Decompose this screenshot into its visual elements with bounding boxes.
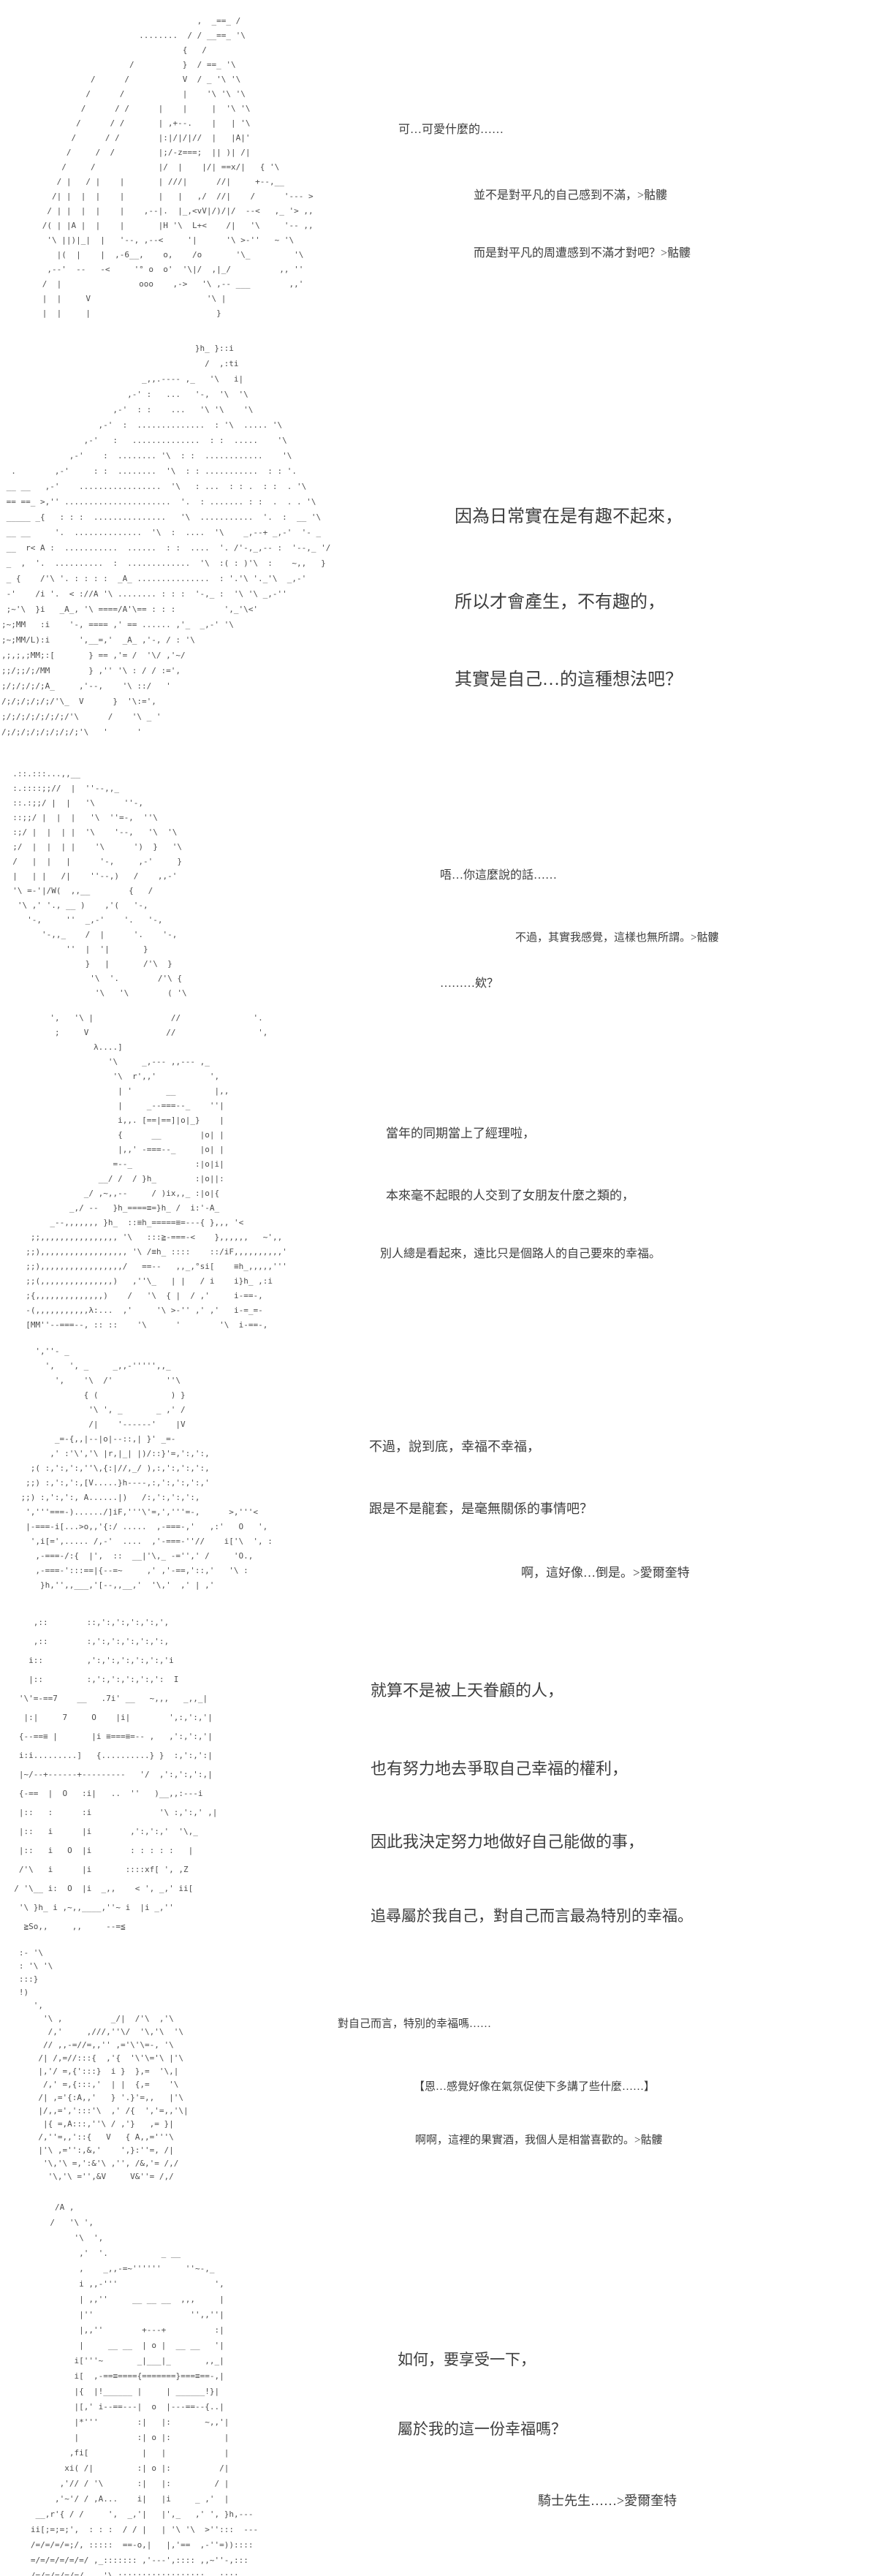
dialogue-line: 並不是對平凡的自己感到不滿，>骷髏 — [474, 189, 668, 202]
dialogue-line: 屬於我的這一份幸福嗎？ — [398, 2420, 566, 2438]
dialogue-line: 跟是不是龍套，是毫無關係的事情吧？ — [369, 1501, 593, 1516]
dialogue-line: 如何，要享受一下， — [398, 2351, 536, 2368]
dialogue-line: 所以才會產生，不有趣的， — [455, 593, 665, 612]
ascii-art-panel-face-profile: .::.:::...,,__ :.::::;;// | ''--,,_ ::.:… — [12, 769, 187, 998]
dialogue-line: 對自己而言，特別的幸福嗎…… — [338, 2018, 492, 2030]
ascii-art-panel-knight-helm: ', '\ | // '. ; V // ', λ....] '\ _,--- … — [26, 1013, 287, 1330]
ascii-art-panel-girl: , _==_ / ........ / / __==_ '\ { / / } /… — [42, 16, 314, 318]
dialogue-line: 別人總是看起來，遠比只是個路人的自己要來的幸福。 — [380, 1248, 661, 1260]
ascii-art-panel-octagon-head: ',''- _ ', ', _ _,,-''''',,_ ', '\ /' ''… — [20, 1346, 273, 1590]
ascii-art-panel-diamond: }h_ }::i / ,:ti _,,.---- ,_ '\ i| ,-' : … — [1, 344, 331, 737]
dialogue-line: 不過，說到底，幸福不幸福， — [369, 1439, 540, 1454]
dialogue-line: 【恩…感覺好像在氣氛促使下多講了些什麼……】 — [414, 2081, 656, 2093]
ascii-art-panel-armor-torso: ,:: ::,':,':,':,':,', ,:: :,':,':,':,':,… — [14, 1618, 218, 1931]
dialogue-line: 因此我決定努力地做好自己能做的事， — [371, 1833, 645, 1851]
dialogue-line: 其實是自己…的這種想法吧？ — [455, 670, 683, 689]
dialogue-line: ………欸？ — [440, 977, 499, 990]
dialogue-line: 當年的同期當上了經理啦， — [386, 1126, 535, 1140]
dialogue-line: 不過，其實我感覺，這樣也無所謂。>骷髏 — [515, 932, 719, 944]
dialogue-line: 啊，這好像…倒是。>愛爾奎特 — [521, 1566, 690, 1580]
dialogue-line: 就算不是被上天眷顧的人， — [371, 1681, 564, 1700]
dialogue-line: 騎士先生……>愛爾奎特 — [538, 2493, 677, 2508]
dialogue-line: 而是對平凡的周遭感到不滿才對吧？>骷髏 — [474, 247, 691, 260]
dialogue-line: 唔…你這麼說的話…… — [440, 869, 558, 882]
dialogue-line: 可…可愛什麼的…… — [398, 124, 504, 136]
dialogue-line: 本來毫不起眼的人交到了女朋友什麼之類的， — [386, 1189, 634, 1202]
dialogue-line: 也有努力地去爭取自己幸福的權利， — [371, 1759, 629, 1778]
dialogue-line: 追尋屬於我自己，對自己而言最為特別的幸福。 — [371, 1907, 693, 1925]
dialogue-line: 啊啊，這裡的果實酒，我個人是相當喜歡的。>骷髏 — [415, 2134, 663, 2146]
ascii-art-panel-great-helm: /A , / '\ ', '\ ', ,' '. _ __ , _,,-=~''… — [30, 2202, 259, 2576]
dialogue-line: 因為日常實在是有趣不起來， — [455, 507, 683, 526]
ascii-art-panel-spread-arms: :- '\ : '\ '\ :::} !) ', '\ , _/| /'\ ,'… — [18, 1948, 189, 2181]
